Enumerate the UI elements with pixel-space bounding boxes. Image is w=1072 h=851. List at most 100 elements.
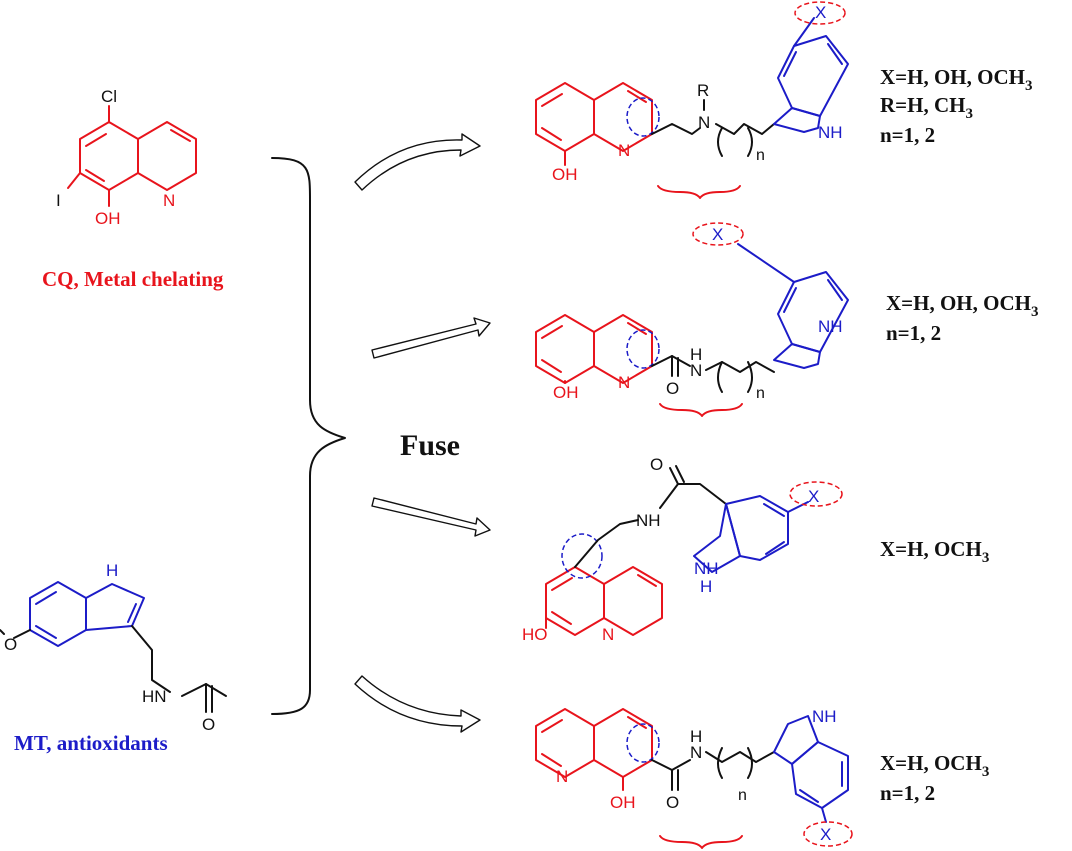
c3-double-bond [637, 574, 657, 587]
arrow-to-compound-4 [354, 675, 481, 733]
atom-nh: NH [818, 317, 843, 336]
c1-double-bond [827, 43, 843, 65]
c4-double-bond [541, 753, 562, 767]
subscript-n: n [738, 787, 747, 804]
atom-x: X [815, 3, 826, 22]
fuse-label: Fuse [400, 429, 460, 462]
c4-double-bond [799, 789, 819, 803]
c3-benzene-ring [545, 566, 605, 636]
c4-x-circle [803, 821, 853, 847]
atom-oh: OH [552, 165, 578, 184]
cq-pyridine-ring [137, 121, 197, 191]
c1-benzene-ring [535, 82, 595, 152]
c3-carbonyl-bond [669, 467, 679, 485]
mt-label: MT, antioxidants [14, 731, 168, 755]
c3-x-circle [789, 481, 843, 507]
c1-chain-n [715, 123, 775, 135]
c4-carbonyl-link [651, 759, 691, 771]
c1-double-bond [627, 90, 647, 103]
atom-nh: NH [694, 559, 719, 578]
atom-h: H [106, 561, 118, 580]
atom-n: N [698, 113, 710, 132]
atom-i: I [56, 191, 61, 210]
subscript: 3 [1025, 78, 1033, 94]
c1-brace [657, 185, 741, 199]
mt-methyl-bond [0, 629, 5, 635]
arrow-to-compound-3 [371, 497, 491, 537]
cq-double-bond [170, 129, 191, 142]
atom-n: N [618, 141, 630, 160]
compound-2: OH N O H N n X NH [535, 222, 849, 417]
c1-double-bond [541, 127, 562, 141]
compound-3: HO N NH O X NH H [522, 455, 843, 644]
c4-pyrrole-ring [773, 715, 819, 765]
c2-double-bond [783, 287, 797, 313]
condition-line: X=H, OH, OCH3 [880, 65, 1032, 94]
arrow-to-compound-1 [354, 133, 481, 191]
c4-benzene-ring-blue [791, 741, 849, 809]
c3-double-bond [551, 611, 572, 625]
c2-pyrrole-ring [773, 343, 821, 369]
atom-h: H [700, 577, 712, 596]
c3-pyridine-ring [603, 566, 663, 636]
c1-double-bond [541, 93, 563, 107]
atom-o: O [202, 715, 215, 734]
c3-benzene-ring-blue [725, 495, 789, 561]
c2-benzene-ring-blue [777, 271, 849, 353]
c2-double-bond [541, 325, 563, 339]
conditions-4: X=H, OCH3 n=1, 2 [880, 751, 989, 805]
condition-text: X=H, OH, OCH [880, 65, 1025, 89]
atom-nh: NH [818, 123, 843, 142]
subscript: 3 [982, 764, 990, 780]
c1-x-circle [794, 1, 846, 25]
condition-text: R=H, CH [880, 93, 965, 117]
atom-x: X [820, 825, 831, 844]
mt-amide-bond [181, 683, 227, 697]
atom-h: H [690, 727, 702, 746]
c4-benzene-ring [593, 708, 653, 778]
cq-double-bond [85, 133, 107, 147]
c1-x-bond [793, 17, 815, 47]
condition-text: n=1, 2 [880, 123, 935, 147]
c4-paren-left [717, 747, 723, 779]
c4-x-bond [821, 807, 827, 823]
c2-brace [659, 403, 743, 417]
atom-n: N [163, 191, 175, 210]
c3-fusion-site-circle [561, 533, 603, 579]
atom-r: R [697, 81, 709, 100]
c4-double-bond [541, 719, 563, 733]
atom-oh: OH [610, 793, 636, 812]
c1-fusion-site-circle [626, 97, 660, 137]
c2-x-circle [692, 222, 744, 246]
condition-text: X=H, OH, OCH [886, 291, 1031, 315]
arrow-to-compound-2 [371, 317, 491, 359]
cq-benzene-ring [79, 121, 139, 191]
c2-x-bond [737, 243, 795, 283]
condition-text: X=H, OCH [880, 751, 982, 775]
mt-ethyl-chain [131, 625, 171, 693]
c3-double-bond [763, 503, 785, 517]
mt-structure: H O HN O MT, antioxidants [0, 561, 227, 755]
mt-benzene-ring [29, 581, 87, 647]
fuse-brace [271, 157, 346, 715]
condition-text: X=H, OCH [880, 537, 982, 561]
condition-line: X=H, OCH3 [880, 751, 989, 780]
c2-paren-right [747, 361, 753, 393]
c3-acetyl-chain [659, 483, 727, 509]
c4-paren-right [747, 747, 753, 779]
c1-pyrrole-ring [773, 107, 821, 133]
c3-methylene-linker [574, 519, 639, 568]
atom-n: N [618, 373, 630, 392]
atom-hn: HN [142, 687, 167, 706]
c2-paren-left [717, 361, 723, 393]
condition-line: X=H, OCH3 [880, 537, 989, 566]
compound-4: N OH O H N n X NH [535, 707, 853, 849]
condition-line: X=H, OH, OCH3 [886, 291, 1038, 320]
atom-n: N [690, 743, 702, 762]
atom-oh: OH [553, 383, 579, 402]
mt-methoxy-bond [13, 629, 31, 639]
conditions-3: X=H, OCH3 [880, 537, 989, 566]
c1-paren-left [717, 127, 723, 157]
c4-double-bond [627, 716, 647, 729]
c4-chain-n [705, 751, 775, 763]
